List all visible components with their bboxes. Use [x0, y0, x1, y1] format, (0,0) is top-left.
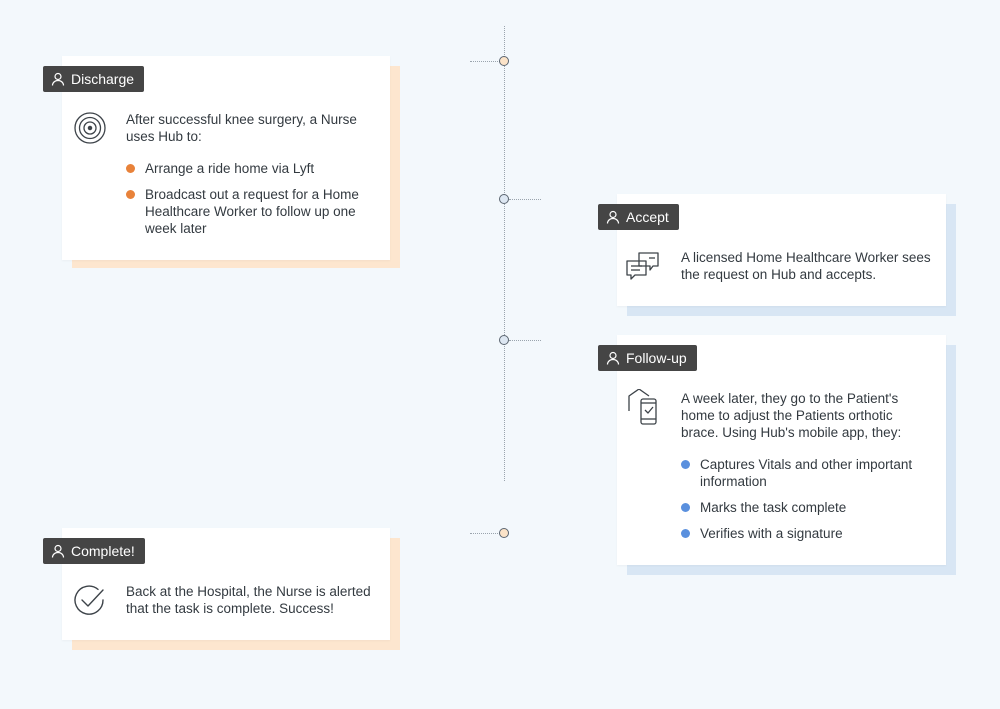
- checkmark-circle-icon: [72, 583, 108, 619]
- target-icon: [72, 110, 108, 146]
- bullet-dot: [681, 460, 690, 469]
- list-item: Arrange a ride home via Lyft: [126, 160, 376, 177]
- connector-complete: [470, 533, 500, 534]
- badge-label: Follow-up: [626, 350, 687, 366]
- chat-bubbles-icon: [625, 250, 661, 286]
- list-item: Verifies with a signature: [681, 525, 936, 542]
- home-mobile-icon: [627, 388, 663, 425]
- timeline-node-accept: [499, 194, 509, 204]
- complete-badge: Complete!: [43, 538, 145, 564]
- discharge-badge: Discharge: [43, 66, 145, 92]
- bullet-dot: [681, 503, 690, 512]
- list-item: Captures Vitals and other important info…: [681, 456, 936, 490]
- connector-accept: [509, 199, 541, 200]
- accept-badge: Accept: [598, 204, 679, 230]
- bullet-dot: [126, 190, 135, 199]
- follow-up-badge: Follow-up: [598, 345, 697, 371]
- person-icon: [606, 351, 620, 365]
- follow-up-card: A week later, they go to the Patient's h…: [617, 335, 946, 565]
- discharge-text: After successful knee surgery, a Nurse u…: [126, 112, 357, 144]
- bullet-dot: [681, 529, 690, 538]
- timeline-node-complete: [499, 528, 509, 538]
- accept-text: A licensed Home Healthcare Worker sees t…: [681, 250, 931, 282]
- timeline-node-follow-up: [499, 335, 509, 345]
- badge-label: Accept: [626, 209, 669, 225]
- timeline-axis: [504, 26, 505, 481]
- follow-up-bullet-list: Captures Vitals and other important info…: [681, 456, 936, 551]
- timeline-node-discharge: [499, 56, 509, 66]
- badge-label: Complete!: [71, 543, 135, 559]
- person-icon: [51, 544, 65, 558]
- bullet-dot: [126, 164, 135, 173]
- person-icon: [51, 72, 65, 86]
- connector-follow-up: [509, 340, 541, 341]
- person-icon: [606, 210, 620, 224]
- list-item: Marks the task complete: [681, 499, 936, 516]
- follow-up-text: A week later, they go to the Patient's h…: [681, 391, 902, 440]
- connector-discharge: [470, 61, 500, 62]
- list-item: Broadcast out a request for a Home Healt…: [126, 186, 376, 237]
- discharge-bullet-list: Arrange a ride home via Lyft Broadcast o…: [126, 160, 376, 246]
- badge-label: Discharge: [71, 71, 135, 87]
- complete-text: Back at the Hospital, the Nurse is alert…: [126, 584, 371, 616]
